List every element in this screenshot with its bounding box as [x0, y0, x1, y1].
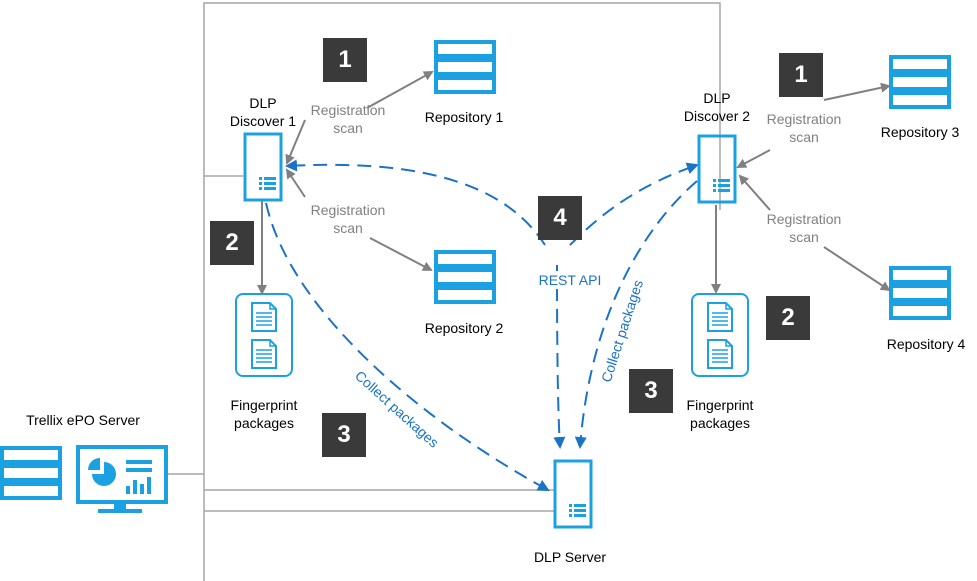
- fingerprint-packages-2-label: Fingerprint packages: [686, 397, 754, 431]
- registration-scan-label: Registration scan: [310, 202, 386, 236]
- fingerprint-packages-2-icon: [691, 293, 749, 377]
- step-badge-2: 2: [210, 221, 254, 265]
- registration-scan-label: Registration scan: [766, 111, 842, 145]
- dlp-discover-1-server-icon: [243, 132, 283, 202]
- step-badge-2: 2: [766, 296, 810, 340]
- repository-3-icon: [889, 55, 951, 109]
- network-frame: [166, 2, 721, 581]
- dlp-server-label: DLP Server: [533, 549, 607, 565]
- rest-api-label: REST API: [530, 271, 610, 289]
- fingerprint-packages-1-icon: [235, 293, 293, 377]
- collect-packages-arrows: [265, 159, 699, 491]
- repository-1-icon: [434, 40, 496, 94]
- dlp-discover-2-server-icon: [697, 134, 737, 204]
- step-badge-1: 1: [323, 38, 367, 82]
- epo-server-label: Trellix ePO Server: [26, 412, 140, 428]
- repository-4-icon: [889, 266, 951, 320]
- dlp-discover-2-label: DLP Discover 2: [683, 90, 751, 124]
- step-badge-4: 4: [538, 196, 582, 240]
- dlp-server-icon: [553, 459, 593, 529]
- step-badge-1: 1: [779, 53, 823, 97]
- repository-1-label: Repository 1: [424, 109, 504, 125]
- dlp-discover-1-label: DLP Discover 1: [229, 95, 297, 129]
- repository-3-label: Repository 3: [880, 124, 960, 140]
- fingerprint-packages-1-label: Fingerprint packages: [230, 397, 298, 431]
- registration-scan-label: Registration scan: [310, 102, 386, 136]
- epo-monitor-dashboard-icon: [76, 445, 168, 513]
- repository-2-icon: [434, 250, 496, 304]
- epo-server-rack-icon: [0, 446, 62, 500]
- registration-scan-label: Registration scan: [766, 211, 842, 245]
- step-badge-3: 3: [322, 413, 366, 457]
- step-badge-3: 3: [629, 369, 673, 413]
- repository-2-label: Repository 2: [424, 320, 504, 336]
- repository-4-label: Repository 4: [886, 336, 966, 352]
- registration-scan-arrows: [257, 71, 891, 295]
